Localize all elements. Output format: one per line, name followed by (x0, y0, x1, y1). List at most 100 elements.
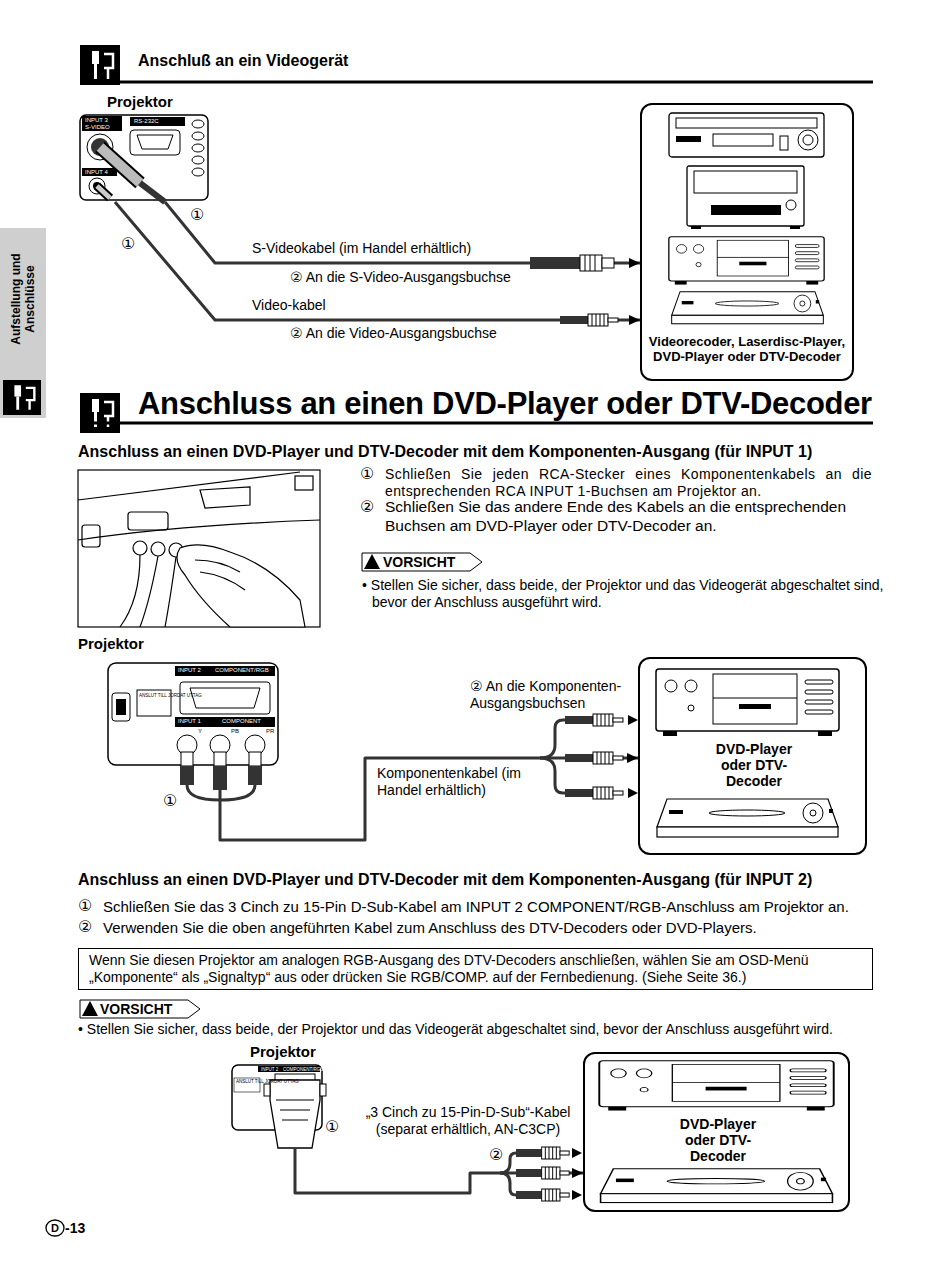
device-caption: Videorecoder, Laserdisc-Player, DVD-Play… (644, 334, 850, 364)
panel-title: Projektor (107, 93, 173, 111)
cable-branches (540, 715, 638, 798)
caution-text: • Stellen Sie sicher, dass beide, der Pr… (78, 1021, 873, 1038)
callout-number: ① (325, 1118, 339, 1136)
illustration-shape (82, 168, 117, 176)
projector-panel-drawing (232, 1065, 326, 1172)
page-number-ring (46, 1220, 64, 1236)
illustration-shape (133, 541, 147, 555)
device-box: DVD-Player oder DTV-Decoder (638, 657, 867, 855)
illustration-shape (165, 557, 176, 627)
port-label: COMPONENT/RGB (215, 667, 269, 674)
port-label: ANSLUT TILL JORDAT UTTAG (236, 1079, 258, 1084)
illustration-shape (128, 512, 168, 530)
arrowhead (629, 315, 640, 325)
callout-number: ① (163, 792, 177, 810)
rca-plug (516, 1167, 569, 1179)
page-number: D (49, 1221, 61, 1235)
cable-line (220, 758, 638, 840)
dvd-player-drawing (599, 1061, 833, 1111)
illustration-shape (248, 766, 262, 785)
connection-photo (78, 470, 320, 627)
device-box: DVD-Player oder DTV-Decoder (583, 1052, 850, 1212)
illustration-shape (187, 785, 220, 800)
illustration-shape (320, 1084, 326, 1096)
illustration-shape (628, 715, 638, 725)
illustration-shape (177, 545, 305, 627)
illustration-shape (362, 553, 482, 571)
section-heading: Anschluß an ein Videogerät (138, 51, 348, 70)
illustration-shape (220, 785, 255, 800)
illustration-shape (572, 1190, 582, 1200)
dvd-player-drawing (656, 669, 839, 736)
illustration-shape (78, 472, 300, 500)
port-label: INPUT 2 (178, 667, 201, 674)
illustration-shape (140, 556, 158, 627)
heading-rule (80, 81, 873, 84)
panel-title: Projektor (250, 1043, 316, 1061)
illustration-shape (200, 572, 245, 590)
illustration-shape (276, 1100, 314, 1101)
illustration-shape (151, 542, 165, 556)
cable-line (165, 202, 640, 263)
instruction-text: Schließen Sie das 3 Cinch zu 15-Pin D-Su… (103, 898, 873, 916)
illustration-shape (78, 520, 320, 540)
port-label: RS-232C (134, 118, 159, 125)
port-label: PR (266, 728, 274, 735)
panel-title: Projektor (78, 635, 144, 653)
device-caption: DVD-Player oder DTV-Decoder (699, 741, 809, 789)
illustration-shape (295, 476, 313, 490)
illustration-shape (78, 470, 320, 627)
port-label: S-VIDEO (85, 124, 110, 131)
port-label: INPUT 2 (261, 1067, 278, 1072)
device-caption: DVD-Player oder DTV-Decoder (663, 1116, 773, 1164)
decoder-drawing (672, 292, 824, 324)
dvd-player-drawing (669, 237, 824, 285)
cable-label: S-Videokabel (im Handel erhältlich) (250, 240, 473, 257)
rca-plug (516, 1147, 569, 1159)
port-label: INPUT 3 (85, 117, 108, 124)
port-label: Y (198, 728, 202, 735)
projector-panel: Projektor (80, 90, 212, 202)
illustration-shape (540, 758, 566, 793)
rca-plug (565, 714, 623, 726)
illustration-shape (100, 147, 140, 183)
subheading: Anschluss an einen DVD-Player und DTV-De… (78, 442, 873, 461)
decoder-drawing (657, 799, 838, 837)
illustration-shape (364, 554, 380, 569)
cable-label: Video-kabel (250, 297, 328, 314)
cable-label: „3 Cinch zu 15-Pin-D-Sub“-Kabel (separat… (355, 1104, 581, 1138)
page-number: -13 (65, 1220, 85, 1237)
vcr-drawing (669, 113, 824, 157)
caution-badge (362, 553, 482, 571)
port-label: INPUT 1 (178, 718, 201, 725)
callout-number: ① (78, 897, 92, 915)
cable-line (115, 202, 640, 320)
illustration-shape (80, 1000, 200, 1018)
port-label: PB (231, 728, 239, 735)
rca-plug (565, 752, 623, 764)
projector-panel: Projektor (232, 1040, 327, 1172)
illustration-shape (213, 766, 227, 790)
illustration-shape (130, 117, 185, 126)
illustration-shape (192, 156, 204, 164)
illustration-shape (97, 186, 110, 198)
illustration-shape (192, 168, 204, 176)
illustration-shape (192, 132, 204, 140)
illustration-shape (116, 699, 126, 715)
callout-number: ② (360, 498, 374, 516)
port-label: INPUT 4 (85, 169, 108, 176)
cable-connector (115, 202, 640, 325)
illustration-shape (175, 666, 275, 676)
page-title: Anschluss an einen DVD-Player oder DTV-D… (138, 385, 873, 423)
illustration-shape (140, 183, 165, 202)
note-text: Wenn Sie diesen Projektor am analogen RG… (89, 952, 862, 986)
caution-badge (80, 1000, 200, 1018)
rca-plug (565, 787, 623, 799)
illustration-shape (264, 1084, 270, 1096)
illustration-shape (234, 1078, 260, 1092)
illustration-shape (572, 1148, 582, 1158)
projector-panel: Projektor (78, 632, 278, 790)
illustration-shape (97, 186, 110, 198)
illustration-shape (120, 555, 140, 627)
